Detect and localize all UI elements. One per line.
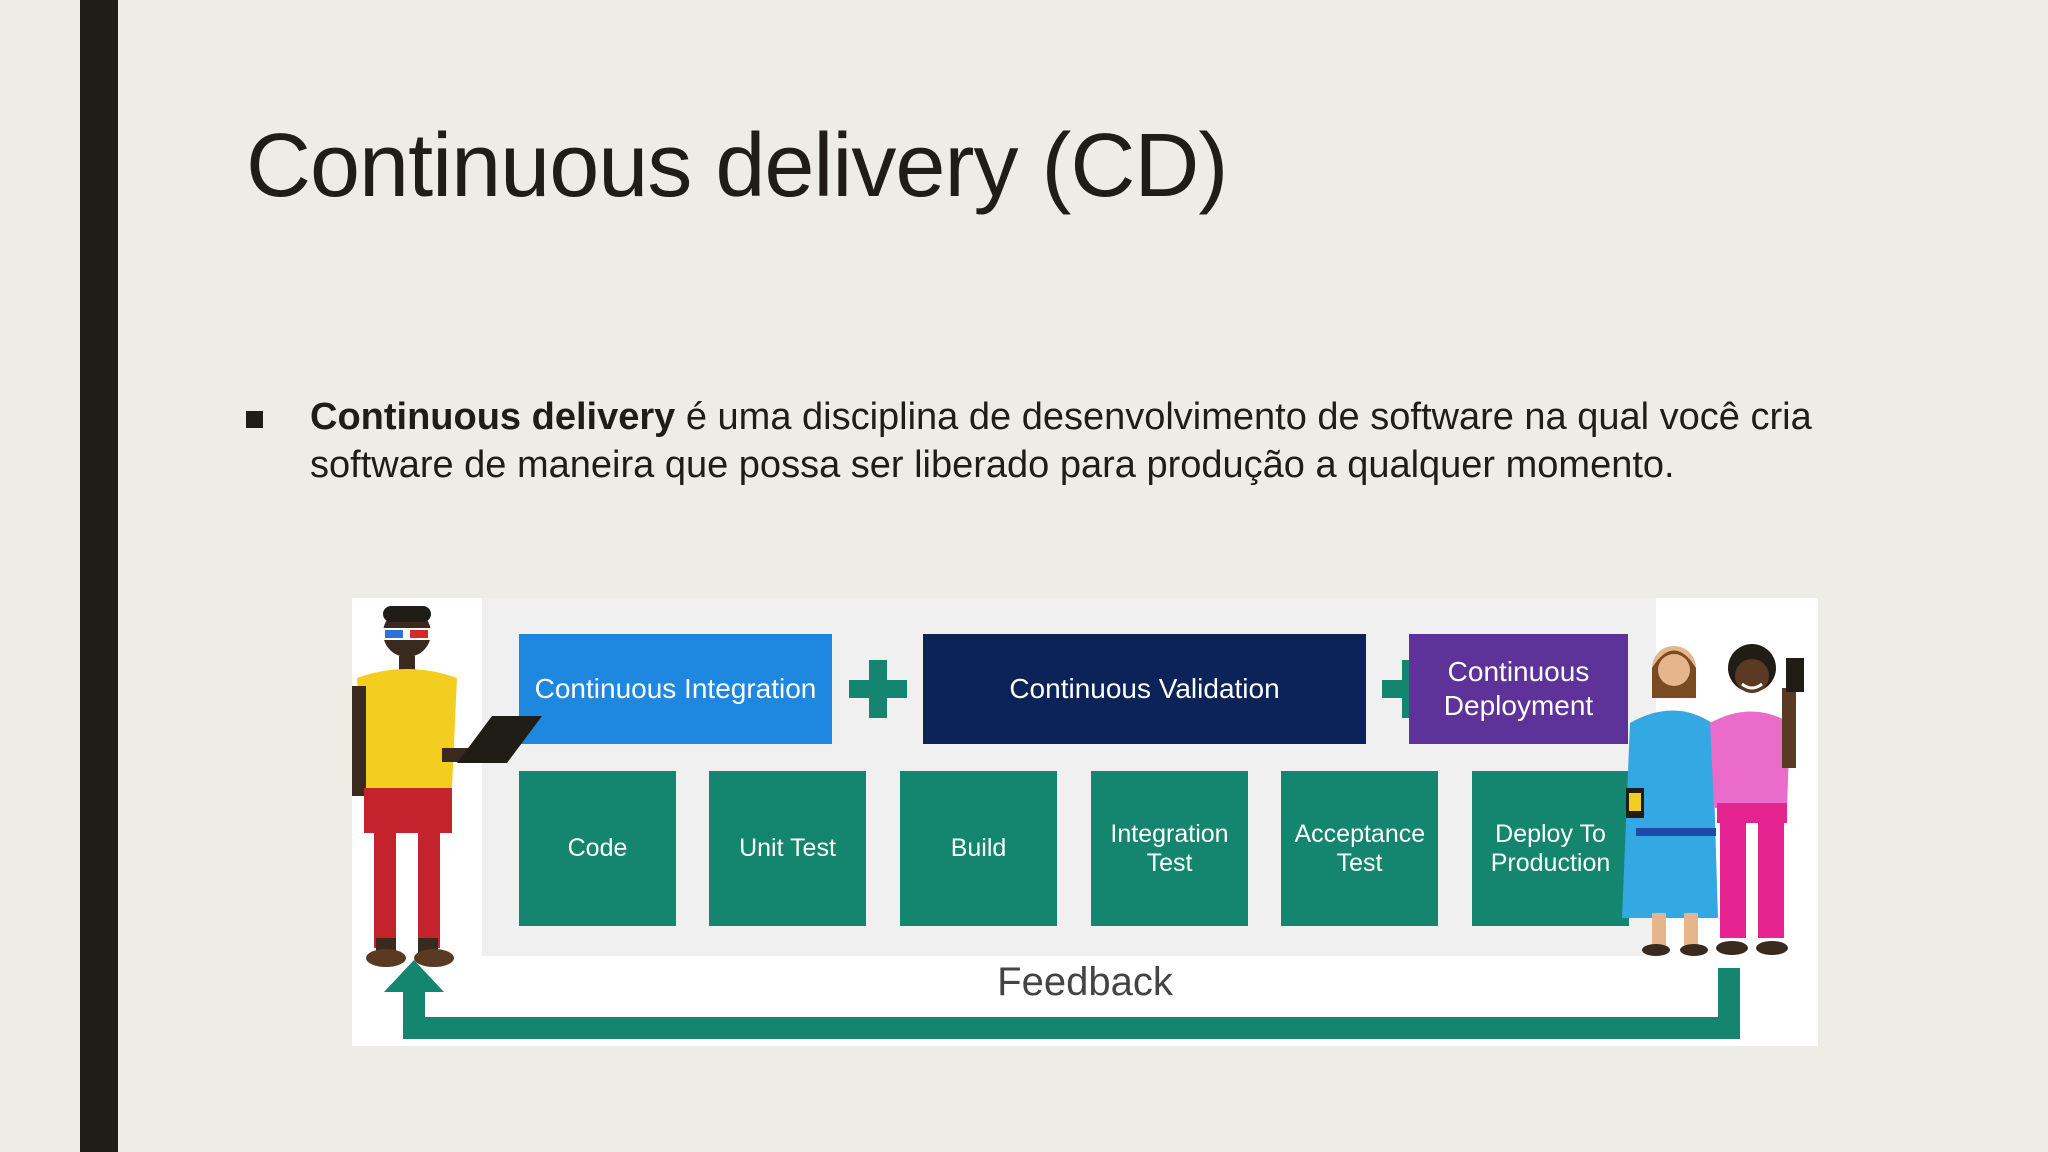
feedback-label: Feedback <box>997 960 1173 1004</box>
bullet-bold-term: Continuous delivery <box>310 396 676 438</box>
stage-integration-test-label: Integration Test <box>1110 819 1229 877</box>
stage-integration-test: Integration Test <box>1091 771 1248 926</box>
stage-deploy-label: Deploy To Production <box>1490 819 1611 877</box>
phase-cd-label: Continuous Deployment <box>1443 656 1594 721</box>
bullet-square-icon <box>246 411 263 428</box>
phase-continuous-deployment: Continuous Deployment <box>1409 634 1628 744</box>
stage-deploy-to-production: Deploy To Production <box>1472 771 1629 926</box>
bullet-body: é uma disciplina de desenvolvimento de s… <box>310 396 1812 486</box>
phase-continuous-validation: Continuous Validation <box>923 634 1366 744</box>
feedback-arrow-icon <box>384 960 1740 1039</box>
users-people-icon <box>1622 644 1804 956</box>
slide-title: Continuous delivery (CD) <box>246 116 1228 216</box>
bullet-text: Continuous delivery é uma disciplina de … <box>310 393 1866 489</box>
plus-icon <box>849 660 907 718</box>
stage-acceptance-test-label: Acceptance Test <box>1294 819 1426 877</box>
developer-person-icon <box>352 606 542 967</box>
phase-continuous-integration: Continuous Integration <box>519 634 832 744</box>
stage-acceptance-test: Acceptance Test <box>1281 771 1438 926</box>
bullet-item: Continuous delivery é uma disciplina de … <box>246 393 1866 489</box>
stage-unit-test: Unit Test <box>709 771 866 926</box>
cd-pipeline-diagram: Continuous Integration Continuous Valida… <box>352 598 1818 1046</box>
stage-code: Code <box>519 771 676 926</box>
stage-build: Build <box>900 771 1057 926</box>
left-accent-bar <box>80 0 118 1152</box>
